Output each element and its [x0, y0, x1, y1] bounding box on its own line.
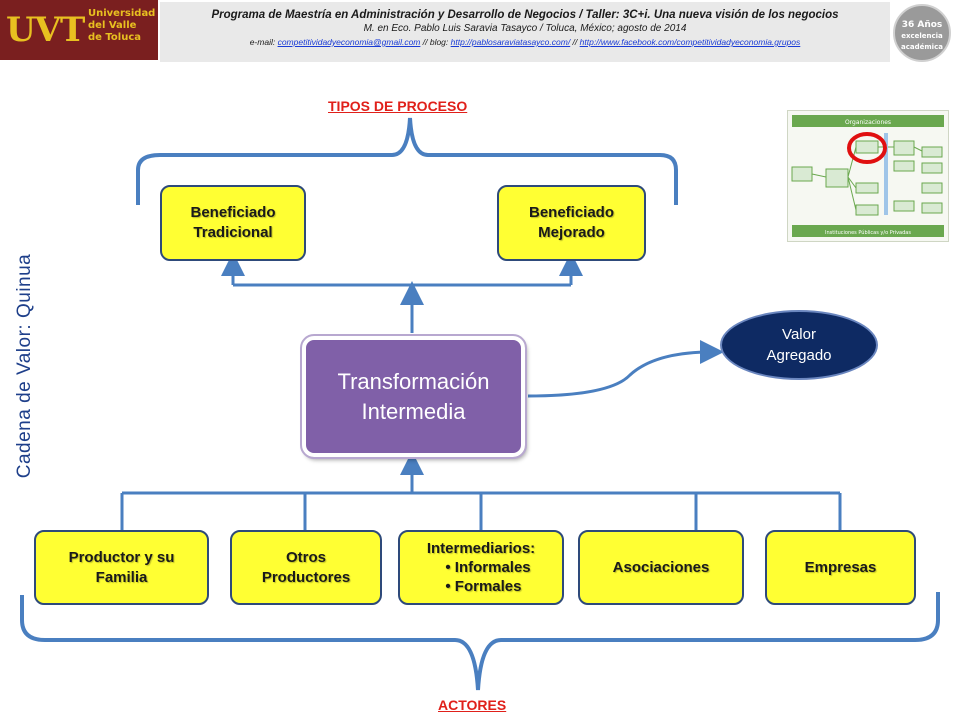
- value-chain-title: Cadena de Valor: Quinua: [14, 253, 35, 479]
- tipos-de-proceso-label: TIPOS DE PROCESO: [328, 98, 468, 114]
- email-prefix: e-mail:: [249, 37, 278, 47]
- thumb-bottom-bar-text: Instituciones Públicas y/o Privadas: [825, 229, 911, 236]
- box-line: Asociaciones: [612, 558, 710, 576]
- badge-line: 36 Años: [901, 20, 943, 30]
- productor-familia-box: Productor y su Familia: [34, 530, 209, 605]
- box-line: Empresas: [804, 558, 877, 576]
- transformacion-intermedia-box: Transformación Intermedia: [300, 334, 527, 459]
- intermediarios-list: Informales Formales: [431, 558, 531, 596]
- blog-separator: // blog:: [420, 37, 451, 47]
- center-line: Transformación: [337, 368, 490, 394]
- blog-link[interactable]: http://pablosaraviatasayco.com/: [450, 37, 571, 47]
- header-text-block: Programa de Maestría en Administración y…: [160, 2, 890, 62]
- actores-label: ACTORES: [438, 697, 507, 713]
- logo-mark: UVT: [6, 10, 85, 50]
- beneficiado-mejorado-box: Beneficiado Mejorado: [497, 185, 646, 261]
- center-line: Intermedia: [361, 398, 466, 424]
- thumb-top-bar-text: Organizaciones: [845, 119, 891, 126]
- badge-line: excelencia: [901, 32, 943, 40]
- list-item: Informales: [445, 558, 531, 577]
- highlight-circle: [847, 132, 887, 164]
- valor-line: Valor: [782, 326, 816, 343]
- university-logo: UVT Universidad del Valle de Toluca: [0, 0, 158, 60]
- empresas-box: Empresas: [765, 530, 916, 605]
- top-brace: [136, 117, 678, 205]
- box-line: Tradicional: [193, 224, 273, 241]
- program-title: Programa de Maestría en Administración y…: [211, 9, 839, 21]
- arrow-to-valor: [527, 340, 724, 398]
- logo-name-line: de Toluca: [88, 32, 142, 43]
- contact-line: e-mail: competitividadyeconomia@gmail.co…: [160, 37, 890, 47]
- box-line: Productores: [261, 568, 351, 586]
- email-link[interactable]: competitividadyeconomia@gmail.com: [277, 37, 421, 47]
- thumbnail-diagram: Organizaciones Instituciones Públicas y/…: [791, 115, 944, 237]
- box-title: Intermediarios:: [426, 540, 536, 557]
- badge-line: académica: [901, 43, 943, 51]
- intermediarios-box: Intermediarios: Informales Formales: [398, 530, 564, 605]
- author-line: M. en Eco. Pablo Luis Saravia Tasayco / …: [363, 23, 687, 34]
- bottom-brace: [20, 592, 940, 691]
- box-line: Beneficiado: [190, 204, 276, 221]
- logo-name-line: del Valle: [88, 20, 137, 31]
- valor-line: Agregado: [766, 347, 832, 364]
- logo-name: Universidad del Valle de Toluca: [88, 8, 158, 44]
- valor-agregado-oval: Valor Agregado: [720, 310, 878, 380]
- anniversary-badge: 36 Años excelencia académica: [893, 4, 951, 62]
- list-item: Formales: [445, 577, 530, 596]
- box-line: Beneficiado: [528, 204, 615, 221]
- otros-productores-box: Otros Productores: [230, 530, 382, 605]
- beneficiado-tradicional-box: Beneficiado Tradicional: [160, 185, 306, 261]
- box-line: Familia: [95, 568, 148, 586]
- organization-thumbnail: Organizaciones Instituciones Públicas y/…: [787, 110, 949, 242]
- box-line: Mejorado: [538, 224, 605, 241]
- box-line: Productor y su: [68, 548, 175, 566]
- asociaciones-box: Asociaciones: [578, 530, 744, 605]
- facebook-link[interactable]: http://www.facebook.com/competitividadye…: [579, 37, 801, 47]
- facebook-separator: //: [570, 37, 580, 47]
- box-line: Otros: [285, 548, 326, 566]
- logo-name-line: Universidad: [88, 8, 156, 19]
